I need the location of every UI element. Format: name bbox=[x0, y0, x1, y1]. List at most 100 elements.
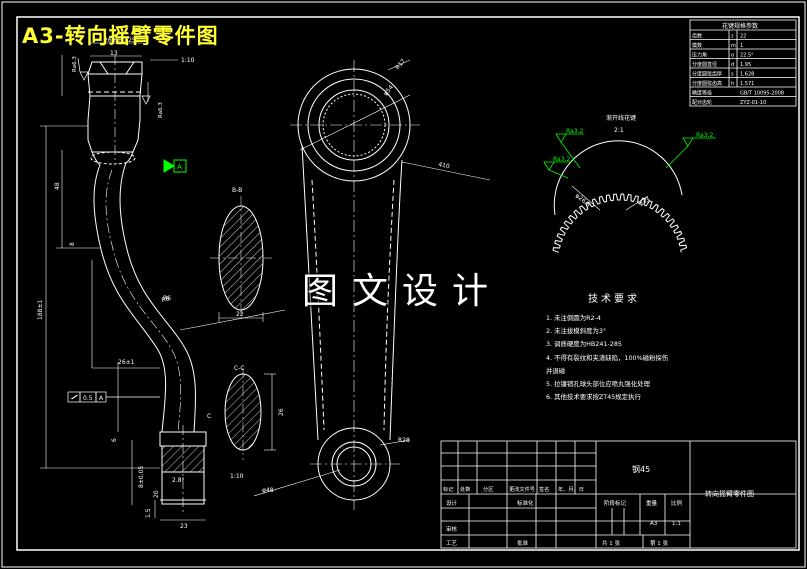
title-block-header-cell: 标记 bbox=[443, 485, 453, 493]
dim-top-dia: φ54 bbox=[382, 84, 395, 98]
title-block-header-cell: 分区 bbox=[483, 485, 493, 493]
gear-table-cell: m bbox=[731, 43, 736, 49]
ratio-label: 比例 bbox=[671, 499, 683, 507]
spline-scale: 2:1 bbox=[614, 127, 624, 134]
ratio-value: 1:1 bbox=[672, 521, 681, 527]
spline-rough-3: Ra3.2 bbox=[696, 132, 713, 139]
material-value: 钢45 bbox=[632, 464, 650, 474]
sheets-total: 共 1 张 bbox=[602, 539, 620, 547]
gear-table-cell: d bbox=[731, 62, 734, 68]
gear-table-cell: 配对齿轮 bbox=[692, 99, 712, 106]
gear-table-cell: 22.5° bbox=[740, 53, 754, 59]
weight-label: 重量 bbox=[646, 499, 658, 507]
scale-bottom: 1:10 bbox=[230, 473, 244, 480]
side-view-texts: 26.6±0.25 13 1:10 188±1 48 8 26±1 R6 6 8… bbox=[37, 37, 244, 530]
approve-label: 批准 bbox=[517, 539, 529, 547]
roughness-top-left: Ra6.3 bbox=[72, 56, 78, 72]
section-cc-height: 26 bbox=[278, 408, 285, 416]
part-name: 转向摇臂零件图 bbox=[705, 489, 754, 498]
title-block-header-cell: 年、月、日 bbox=[558, 485, 584, 493]
gear-table-cell: 齿数 bbox=[692, 33, 702, 40]
gear-table-cell: 分度圆弦齿高 bbox=[692, 80, 722, 87]
gear-table-cell: 1.571 bbox=[740, 81, 754, 87]
tech-requirement-item: 并退磁 bbox=[546, 366, 566, 375]
roughness-top-right: Ra6.3 bbox=[158, 102, 164, 118]
gear-table-cell: 22 bbox=[740, 34, 746, 40]
spline-rough-2: Ra3.2 bbox=[553, 156, 570, 163]
dim-r-bend: R6 bbox=[163, 295, 171, 302]
dim-top-w2: 13 bbox=[110, 50, 118, 57]
dim-angle: 2.8° bbox=[172, 477, 185, 484]
gear-table-cell: 分度圆直径 bbox=[692, 61, 717, 68]
tech-requirement-item: 3. 调质硬度为HB241-285 bbox=[546, 340, 622, 349]
review-label: 审核 bbox=[446, 525, 458, 533]
datum-a-marker bbox=[163, 159, 187, 173]
gear-table-cell: z bbox=[731, 34, 734, 40]
sheet-no: 第 1 张 bbox=[650, 539, 668, 547]
gear-table-cell: 1.95 bbox=[740, 62, 751, 68]
dim-arm: 410 bbox=[438, 161, 451, 170]
tolerance-ref: A bbox=[99, 395, 104, 402]
roughness-symbols-side bbox=[77, 57, 151, 105]
datum-a-label: A bbox=[177, 163, 182, 171]
dim-top-r: R17 bbox=[394, 58, 407, 72]
dim-bottom-r: R28 bbox=[398, 437, 410, 444]
gear-table bbox=[689, 19, 797, 107]
dim-mid-width: 26±1 bbox=[118, 359, 135, 366]
section-cc bbox=[224, 368, 276, 460]
gear-table-cell: GB/T 10095-2008 bbox=[740, 91, 784, 97]
dim-left-mid: 48 bbox=[54, 182, 61, 190]
stage-value: A3 bbox=[650, 521, 658, 527]
gear-table-cell: α bbox=[731, 53, 735, 59]
gear-table-cell: 压力角 bbox=[692, 52, 707, 59]
sheet-title: A3-转向摇臂零件图 bbox=[22, 24, 219, 48]
side-view bbox=[87, 55, 207, 515]
section-cc-label: C-C bbox=[234, 365, 245, 372]
tech-requirement-item: 5. 拉镰销孔球头部位应喷丸强化处理 bbox=[546, 380, 650, 389]
stage-mark-label: 阶段标记 bbox=[604, 499, 627, 507]
spline-title: 渐开线花键 bbox=[606, 114, 636, 122]
spline-dim-right: φ33 bbox=[638, 196, 652, 208]
c-mark: C bbox=[207, 413, 211, 420]
tolerance-value: 0.5 bbox=[83, 395, 93, 402]
tech-requirements-list: 1. 未注倒圆为R2-4 2. 未注拔模斜度为3° 3. 调质硬度为HB241-28… bbox=[546, 312, 696, 404]
section-bb-label: B-B bbox=[232, 187, 242, 194]
designer-label: 设计 bbox=[446, 499, 458, 507]
dim-lower-small: 1.5 bbox=[145, 508, 152, 518]
gear-table-cell: 1.628 bbox=[740, 72, 754, 78]
gear-table-cell: 分度圆弦齿厚 bbox=[692, 71, 722, 78]
dim-lower-h: 20 bbox=[153, 490, 160, 498]
tech-requirement-item: 2. 未注拔模斜度为3° bbox=[546, 327, 607, 336]
title-block-texts: 钢45 转向摇臂零件图 设计 标准化 审核 工艺 批准 阶段标记 重量 比例 A… bbox=[446, 464, 754, 547]
title-block-headers: 标记处数分区更改文件号签名年、月、日 bbox=[443, 485, 584, 493]
dim-top-width: 26.6±0.25 bbox=[104, 37, 136, 44]
tech-requirement-item: 6. 其他技术要求按ZT45规定执行 bbox=[546, 393, 641, 402]
spline-roughness-symbols bbox=[543, 133, 716, 179]
spline-rough-1: Ra3.2 bbox=[566, 128, 583, 135]
dim-left-small: 8 bbox=[69, 242, 76, 246]
title-block-header-cell: 签名 bbox=[539, 485, 549, 493]
gear-table-cell: s bbox=[731, 72, 734, 78]
tolerance-frame bbox=[67, 391, 160, 403]
front-view bbox=[179, 59, 491, 510]
inner-frame bbox=[16, 16, 800, 551]
tech-requirement-item: 1. 未注倒圆为R2-4 bbox=[546, 314, 601, 322]
gear-table-cell: 精度等级 bbox=[692, 90, 712, 97]
spline-texts: 渐开线花键 2:1 Ra3.2 Ra3.2 Ra3.2 φ26.8 φ33 bbox=[553, 114, 713, 209]
dim-left-long: 188±1 bbox=[37, 300, 44, 320]
side-view-dims bbox=[40, 42, 206, 521]
tech-requirement-item: 4. 不得有裂纹和夹渣缺陷，100%磁粉探伤 bbox=[546, 353, 669, 362]
gear-table-cell: ZYZ-01-10 bbox=[740, 100, 766, 106]
standardize-label: 标准化 bbox=[517, 499, 534, 507]
section-bb bbox=[210, 196, 272, 322]
process-label: 工艺 bbox=[446, 540, 458, 547]
dim-lower-left: 8±0.05 bbox=[138, 466, 145, 488]
spline-detail bbox=[552, 140, 688, 253]
dim-bottom-dia: φ48 bbox=[262, 487, 274, 494]
gear-table-cell: 模数 bbox=[692, 42, 702, 49]
watermark: 图文设计 bbox=[302, 271, 503, 312]
title-block-header-cell: 更改文件号 bbox=[509, 485, 535, 493]
